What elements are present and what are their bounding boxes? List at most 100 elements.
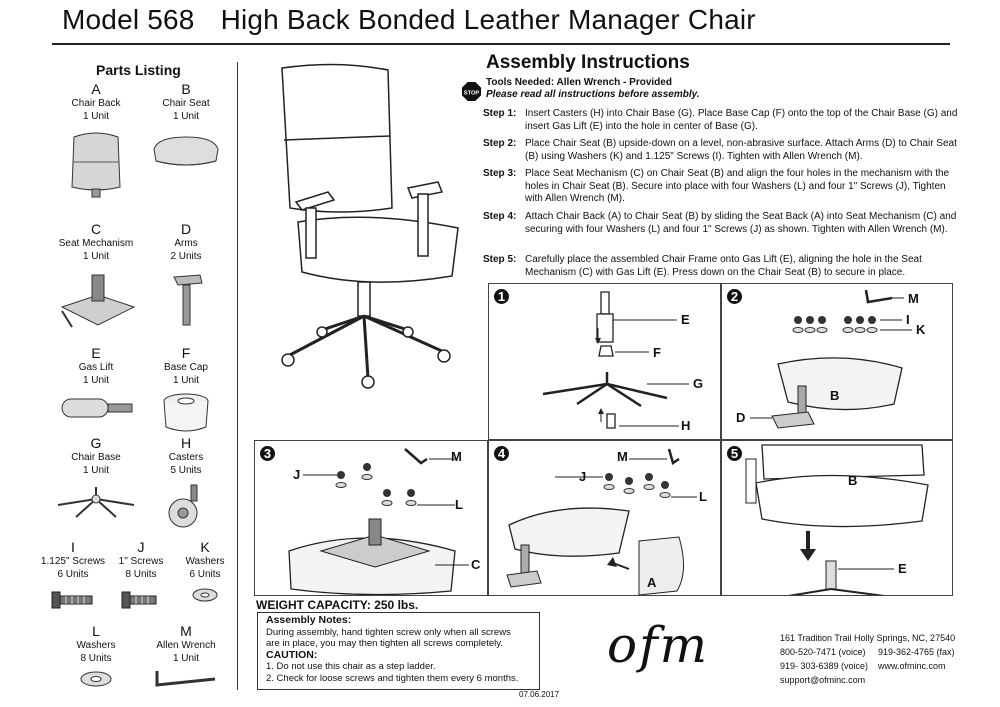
part-letter: F xyxy=(181,345,191,361)
part-letter: J xyxy=(137,539,145,555)
part-qty: 5 Units xyxy=(170,465,202,476)
part-name: 1.125" Screws xyxy=(40,556,106,567)
step-3: Step 3: Place Seat Mechanism (C) on Chai… xyxy=(483,168,959,206)
part-name: Chair Back xyxy=(71,98,121,109)
diagram-number: 2 xyxy=(727,289,742,304)
part-b: B Chair Seat 1 Unit xyxy=(148,82,224,177)
support-email-link[interactable]: support@ofminc.com xyxy=(780,675,866,685)
step-4-drawing xyxy=(506,448,697,595)
revision-date: 07.06.2017 xyxy=(519,690,560,699)
part-letter: I xyxy=(71,539,75,555)
part-g: G Chair Base 1 Unit xyxy=(54,436,138,521)
callout-f: F xyxy=(653,345,661,360)
chair-back-icon xyxy=(71,132,121,198)
washer-icon xyxy=(80,671,112,687)
notes-line: are in place, you may then tighten all s… xyxy=(266,638,503,649)
caution-line: 2. Check for loose screws and tighten th… xyxy=(266,672,519,684)
part-name: Arms xyxy=(174,238,198,249)
assembled-chair-illustration xyxy=(281,63,459,389)
screw-icon xyxy=(51,591,93,609)
step-3-drawing xyxy=(288,448,469,595)
seat-mechanism-icon xyxy=(60,274,136,328)
part-name: Casters xyxy=(168,452,204,463)
step-5-drawing xyxy=(745,444,929,595)
diagram-number: 5 xyxy=(727,446,742,461)
callout-b: B xyxy=(830,388,840,403)
part-h: H Casters 5 Units xyxy=(148,436,224,531)
diagram-step-2: 2 M I K B D xyxy=(721,283,953,440)
phone-voice-2: 919- 303-6389 (voice) xyxy=(780,661,869,671)
callout-j: J xyxy=(579,469,587,484)
part-qty: 6 Units xyxy=(189,569,221,580)
part-name: 1" Screws xyxy=(118,556,164,567)
part-j: J 1" Screws 8 Units xyxy=(108,540,174,615)
caution-title: CAUTION: xyxy=(266,648,318,661)
ofm-logo: ofm xyxy=(607,616,710,674)
chair-base-icon xyxy=(57,487,135,518)
part-name: Base Cap xyxy=(164,362,208,373)
callout-m: M xyxy=(451,449,462,464)
part-qty: 1 Unit xyxy=(82,111,110,122)
part-qty: 8 Units xyxy=(125,569,157,580)
step-label: Step 1: xyxy=(483,108,517,119)
step-label: Step 4: xyxy=(483,211,517,222)
part-qty: 2 Units xyxy=(170,251,202,262)
callout-j: J xyxy=(293,467,301,482)
website-link[interactable]: www.ofminc.com xyxy=(878,661,946,671)
callout-h: H xyxy=(681,418,691,433)
part-l: L Washers 8 Units xyxy=(58,624,134,689)
step-text: Attach Chair Back (A) to Chair Seat (B) … xyxy=(525,211,957,235)
step-5: Step 5: Carefully place the assembled Ch… xyxy=(483,254,959,279)
step-text: Place Chair Seat (B) upside-down on a le… xyxy=(525,138,957,162)
part-letter: D xyxy=(180,221,192,237)
part-letter: C xyxy=(90,221,102,237)
callout-i: I xyxy=(906,312,910,327)
part-qty: 8 Units xyxy=(80,653,112,664)
phone-voice: 800-520-7471 (voice) xyxy=(780,647,866,657)
base-cap-icon xyxy=(163,393,209,432)
caster-icon xyxy=(168,484,198,528)
part-letter: L xyxy=(92,623,100,639)
part-letter: B xyxy=(181,81,191,97)
stop-sign-icon: STOP xyxy=(461,81,482,102)
callout-m: M xyxy=(908,291,919,306)
assembly-notes-box: Assembly Notes: During assembly, hand ti… xyxy=(257,612,540,690)
caution-line: 1. Do not use this chair as a step ladde… xyxy=(266,661,436,672)
part-letter: A xyxy=(91,81,101,97)
part-c: C Seat Mechanism 1 Unit xyxy=(58,221,136,337)
diagram-step-5: 5 B E xyxy=(721,440,953,596)
allen-wrench-icon xyxy=(155,671,216,687)
step-label: Step 2: xyxy=(483,138,517,149)
step-label: Step 3: xyxy=(483,168,517,179)
step-label: Step 5: xyxy=(483,254,517,265)
part-letter: G xyxy=(90,435,102,451)
diagram-number: 4 xyxy=(494,446,509,461)
callout-c: C xyxy=(471,557,481,572)
notes-line: During assembly, hand tighten screw only… xyxy=(266,626,511,638)
part-name: Chair Seat xyxy=(162,98,210,109)
column-divider xyxy=(237,62,238,690)
callout-l: L xyxy=(699,489,707,504)
part-name: Seat Mechanism xyxy=(58,238,134,249)
part-qty: 1 Unit xyxy=(82,465,110,476)
part-letter: E xyxy=(91,345,101,361)
phone-fax: 919-362-4765 (fax) xyxy=(878,647,955,657)
address: 161 Tradition Trail Holly Springs, NC, 2… xyxy=(780,633,956,643)
weight-capacity: WEIGHT CAPACITY: 250 lbs. xyxy=(256,598,419,612)
header-rule xyxy=(52,43,950,45)
callout-e: E xyxy=(898,561,907,576)
step-1-drawing xyxy=(542,291,689,429)
callout-b: B xyxy=(848,473,858,488)
part-qty: 1 Unit xyxy=(172,653,200,664)
step-text: Carefully place the assembled Chair Fram… xyxy=(525,254,922,278)
callout-a: A xyxy=(647,575,657,590)
part-letter: H xyxy=(180,435,192,451)
diagram-step-4: 4 M J L A xyxy=(488,440,721,596)
model-number: Model 568 xyxy=(62,4,195,35)
part-name: Washers xyxy=(185,556,225,567)
assembly-title: Assembly Instructions xyxy=(486,52,690,73)
step-text: Insert Casters (H) into Chair Base (G). … xyxy=(525,108,958,132)
part-a: A Chair Back 1 Unit xyxy=(58,82,134,202)
stop-sign-label: STOP xyxy=(464,90,480,96)
